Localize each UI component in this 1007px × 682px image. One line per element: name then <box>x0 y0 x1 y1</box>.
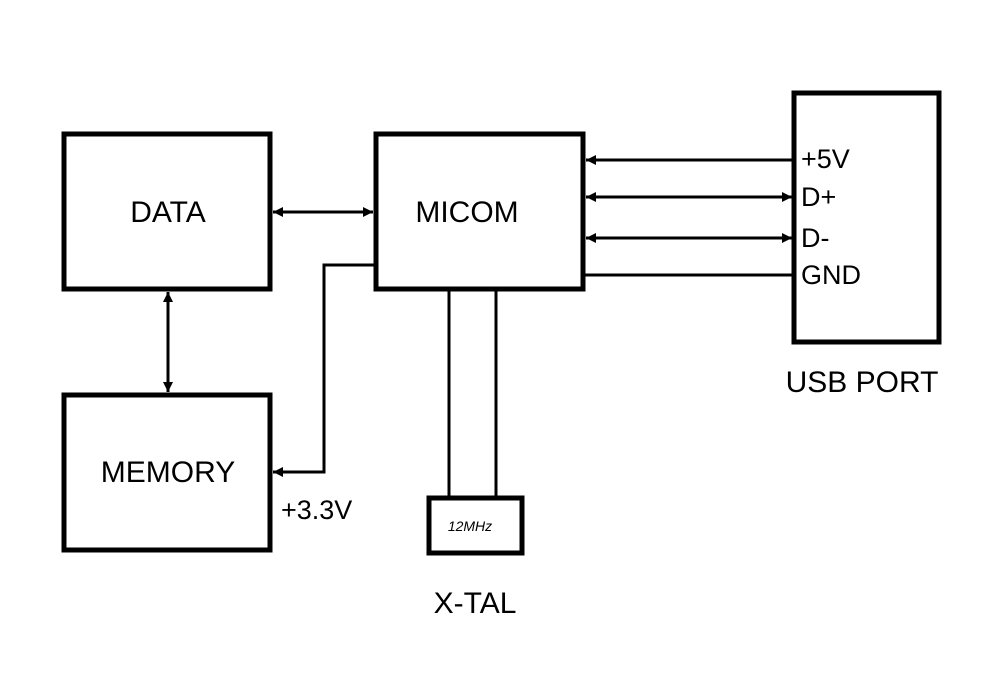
xtal-frequency-label: 12MHz <box>448 518 492 534</box>
usb-pin-dplus: D+ <box>801 182 836 212</box>
memory-block-label: MEMORY <box>101 456 235 489</box>
xtal-label: X-TAL <box>434 587 517 620</box>
usb-port-block: +5V D+ D- GND USB PORT <box>786 90 942 399</box>
data-block-label: DATA <box>130 196 206 229</box>
usb-port-label: USB PORT <box>786 366 939 399</box>
data-block: DATA <box>61 131 273 292</box>
usb-pin-5v: +5V <box>801 144 850 174</box>
memory-supply-label: +3.3V <box>281 495 352 525</box>
micom-block: MICOM <box>373 131 586 292</box>
memory-block: MEMORY <box>61 392 273 553</box>
usb-pin-dminus: D- <box>801 223 830 253</box>
micom-memory-power-connector <box>273 263 374 477</box>
micom-block-label: MICOM <box>415 196 518 229</box>
usb-pin-gnd: GND <box>801 260 861 290</box>
xtal-block: 12MHz X-TAL <box>426 495 525 620</box>
